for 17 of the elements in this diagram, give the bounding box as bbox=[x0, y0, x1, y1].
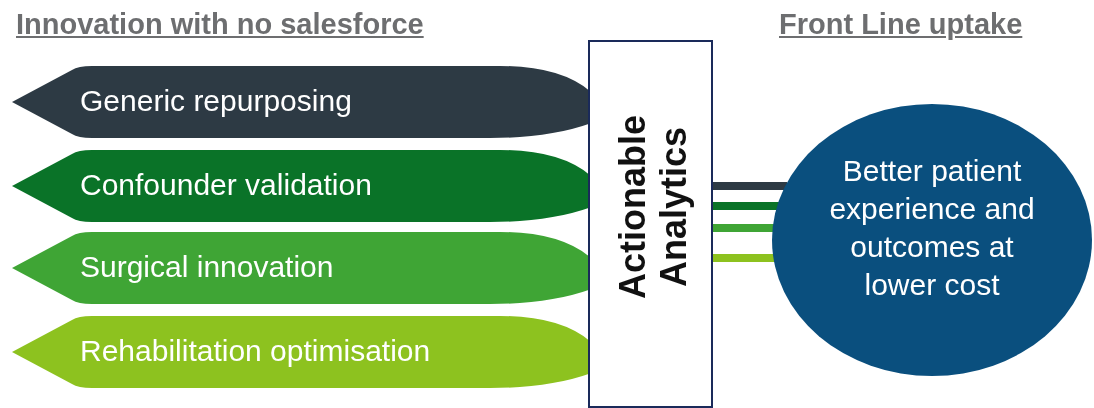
box-label: Actionable Analytics bbox=[611, 114, 694, 301]
band-label: Surgical innovation bbox=[80, 250, 334, 284]
band-label: Confounder validation bbox=[80, 168, 372, 202]
arrow-band bbox=[12, 232, 590, 304]
band-label: Generic repurposing bbox=[80, 84, 352, 118]
connector-line bbox=[713, 254, 776, 262]
section-heading: Innovation with no salesforce bbox=[16, 8, 424, 41]
analytics-box bbox=[588, 40, 713, 408]
connector-line bbox=[713, 182, 788, 190]
arrow-band bbox=[12, 66, 590, 138]
arrow-band bbox=[12, 316, 590, 388]
arrow-band bbox=[12, 150, 590, 222]
band-label: Rehabilitation optimisation bbox=[80, 334, 431, 368]
section-heading: Front Line uptake bbox=[779, 8, 1023, 41]
connector-line bbox=[713, 224, 775, 232]
connector-line bbox=[713, 202, 780, 210]
outcome-text: Better patient experience and outcomes at lower cost bbox=[828, 153, 1036, 303]
